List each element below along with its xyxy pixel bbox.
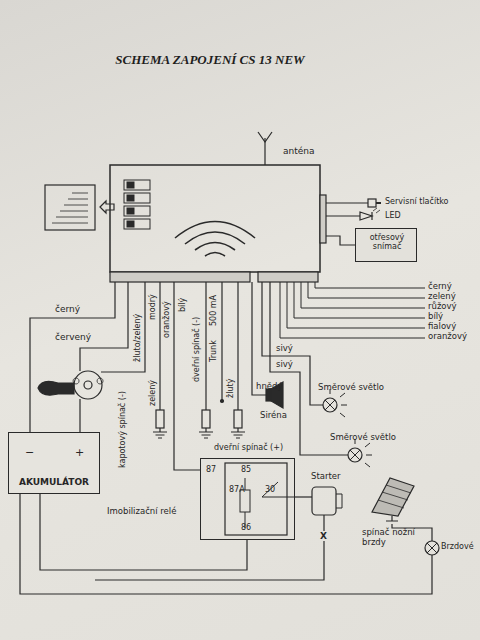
antenna-label: anténa (283, 146, 315, 156)
pin-number: 87A (229, 485, 245, 494)
part-label: černý (428, 282, 452, 292)
part-label: fialový (428, 322, 456, 332)
relay-box: Imobilizační relé858787A3086 (200, 458, 295, 540)
wire-label: dveřní spínač (-) (192, 317, 201, 382)
part-label: Směrové světlo (330, 433, 396, 443)
part-label: − (25, 447, 34, 460)
part-label: sivý (276, 360, 293, 370)
wire-label: oranžový (162, 301, 171, 338)
node-text: otřesový snímač (356, 233, 418, 251)
wire-label: žlutý (226, 379, 235, 398)
part-label: bílý (428, 312, 443, 322)
pin-number: 86 (241, 523, 251, 532)
node-text: Imobilizační relé (107, 507, 176, 517)
part-label: Směrové světlo (318, 383, 384, 393)
wire-label: Trunk (209, 340, 218, 362)
part-label: Starter (311, 472, 341, 482)
part-label: červený (55, 332, 91, 342)
part-label: Brzdové (441, 542, 474, 551)
led-label: LED (385, 211, 401, 220)
part-label: + (75, 447, 84, 460)
wire-label: 500 mA (209, 295, 218, 326)
wire-label: bílý (178, 298, 187, 312)
part-label: zelený (428, 292, 456, 302)
pin-number: 87 (206, 465, 216, 474)
part-label: dveřní spínač (+) (214, 443, 283, 452)
part-label: spínač nožní brzdy (362, 528, 428, 548)
part-label: černý (55, 304, 80, 314)
wire-label: kapotový spínač (-) (118, 391, 127, 468)
node-text: AKUMULÁTOR (9, 477, 99, 487)
part-label: růžový (428, 302, 457, 312)
part-label: X (319, 531, 328, 541)
part-label: hnědý (256, 382, 282, 392)
pin-number: 30 (265, 485, 275, 494)
part-label: Siréna (260, 411, 287, 421)
pin-number: 85 (241, 465, 251, 474)
battery-box: AKUMULÁTOR (8, 432, 100, 494)
wire-label: zelený (148, 380, 157, 406)
button-label: Servisní tlačítko (385, 197, 449, 206)
diagram-title: SCHEMA ZAPOJENÍ CS 13 NEW (40, 52, 380, 68)
shock-sensor-box: otřesový snímač (355, 228, 417, 262)
wire-label: modrý (148, 294, 157, 320)
part-label: oranžový (428, 332, 467, 342)
part-label: sivý (276, 344, 293, 354)
wire-label: žluto/zelený (133, 314, 142, 362)
